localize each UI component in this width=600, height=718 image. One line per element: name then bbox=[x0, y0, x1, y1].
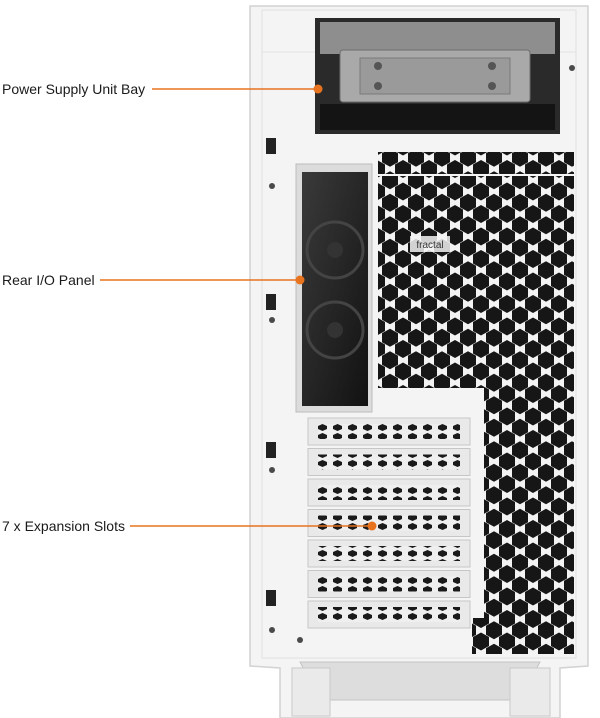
side-mesh-panel bbox=[484, 388, 574, 618]
main-mesh-panel bbox=[378, 176, 574, 388]
callout-psu bbox=[152, 84, 323, 94]
fractal-logo: fractal bbox=[410, 236, 450, 252]
screws bbox=[269, 65, 575, 643]
label-expansion-slots: 7 x Expansion Slots bbox=[2, 518, 125, 534]
svg-text:fractal: fractal bbox=[416, 240, 443, 251]
expansion-slot-vent bbox=[318, 485, 460, 500]
expansion-slot-vent bbox=[318, 607, 460, 622]
expansion-slots bbox=[307, 417, 471, 629]
psu-bay bbox=[315, 18, 560, 134]
case-feet bbox=[291, 661, 551, 717]
callout-io bbox=[100, 275, 305, 285]
expansion-slot-vent bbox=[318, 454, 460, 470]
label-power-supply-unit-bay: Power Supply Unit Bay bbox=[2, 81, 146, 97]
rear-fan-area bbox=[295, 163, 373, 413]
top-mesh-strip bbox=[378, 152, 574, 174]
label-rear-io-panel: Rear I/O Panel bbox=[2, 272, 95, 288]
expansion-slot-vent bbox=[318, 576, 460, 592]
lower-mesh-panel bbox=[472, 618, 574, 654]
expansion-slot-vent bbox=[318, 424, 460, 439]
expansion-slot-vent bbox=[318, 546, 460, 561]
expansion-slot-vent bbox=[318, 515, 460, 531]
callout-slots bbox=[130, 521, 377, 531]
side-tabs bbox=[266, 138, 276, 606]
